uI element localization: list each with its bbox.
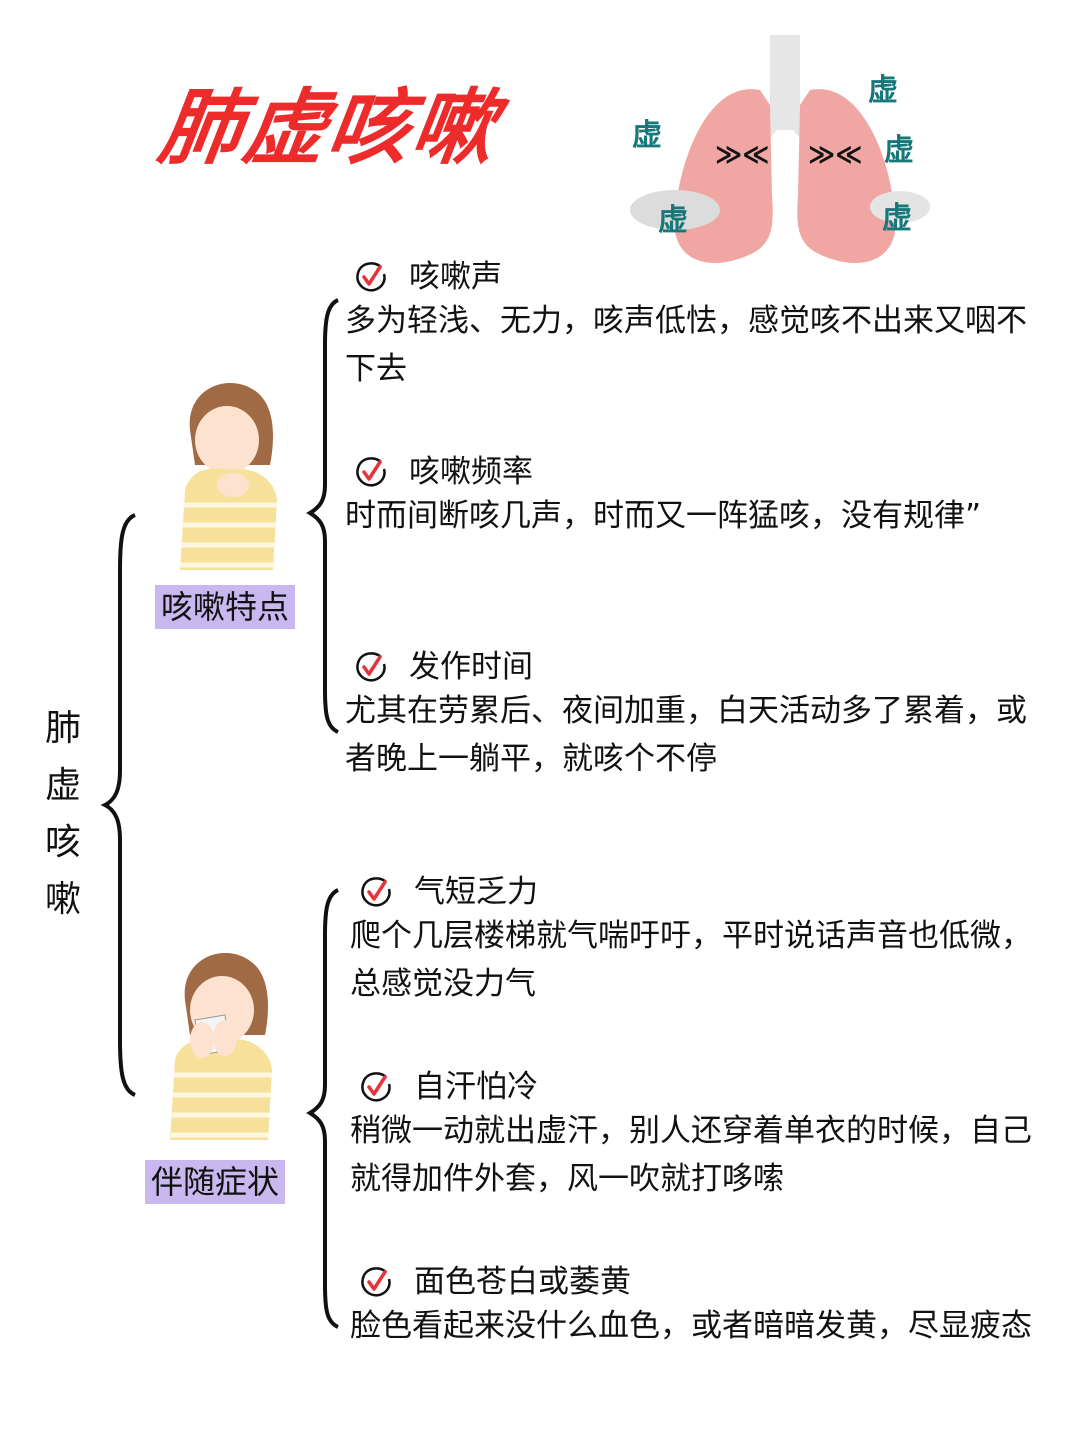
- item-body: 时而间断咳几声，时而又一阵猛咳，没有规律”: [345, 498, 982, 534]
- item-body: 脸色看起来没什么血色，或者暗暗发黄，尽显疲态: [350, 1308, 1032, 1344]
- lungs-illustration: ≫≪ ≫≪ 虚 虚 虚 虚 虚: [620, 35, 950, 275]
- item-body: 尤其在劳累后、夜间加重，白天活动多了累着，或者晚上一躺平，就咳个不停: [345, 693, 1027, 777]
- item-heading: 咳嗽频率: [409, 454, 533, 490]
- check-circle-icon: [361, 1267, 391, 1297]
- item-body: 稍微一动就出虚汗，别人还穿着单衣的时候，自己就得加件外套，风一吹就打哆嗦: [350, 1113, 1032, 1197]
- root-label: 肺 虚 咳 嗽: [38, 700, 88, 928]
- page-title: 肺虚咳嗽: [153, 81, 503, 176]
- xu-label: 虚: [658, 203, 688, 238]
- lungs-icon: ≫≪ ≫≪: [630, 35, 930, 263]
- item-body: 爬个几层楼梯就气喘吁吁，平时说话声音也低微，总感觉没力气: [350, 918, 1032, 1002]
- item-heading: 咳嗽声: [409, 259, 502, 295]
- xu-label: 虚: [868, 73, 898, 108]
- list-item: 咳嗽声 多为轻浅、无力，咳声低怯，感觉咳不出来又咽不下去: [345, 257, 1055, 393]
- root-char: 虚: [44, 765, 81, 806]
- check-circle-icon: [356, 652, 386, 682]
- svg-text:≫≪: ≫≪: [808, 140, 862, 170]
- item-heading: 自汗怕冷: [414, 1069, 538, 1105]
- item-heading: 发作时间: [409, 649, 533, 685]
- item-heading: 气短乏力: [414, 874, 538, 910]
- root-char: 咳: [44, 822, 81, 863]
- check-circle-icon: [361, 877, 391, 907]
- check-circle-icon: [356, 262, 386, 292]
- sneezing-girl-illustration: [160, 940, 290, 1140]
- coughing-girl-illustration: [165, 370, 295, 570]
- list-item: 自汗怕冷 稍微一动就出虚汗，别人还穿着单衣的时候，自己就得加件外套，风一吹就打哆…: [350, 1067, 1060, 1203]
- item-heading: 面色苍白或萎黄: [414, 1264, 631, 1300]
- svg-text:≫≪: ≫≪: [715, 140, 769, 170]
- group-brace-accompanying-symptoms: [305, 885, 345, 1330]
- list-item: 气短乏力 爬个几层楼梯就气喘吁吁，平时说话声音也低微，总感觉没力气: [350, 872, 1060, 1008]
- list-item: 面色苍白或萎黄 脸色看起来没什么血色，或者暗暗发黄，尽显疲态: [350, 1262, 1060, 1350]
- group-label-cough-features: 咳嗽特点: [155, 585, 296, 629]
- xu-label: 虚: [632, 118, 662, 153]
- xu-label: 虚: [882, 201, 912, 236]
- list-item: 咳嗽频率 时而间断咳几声，时而又一阵猛咳，没有规律”: [345, 452, 1055, 540]
- check-circle-icon: [356, 457, 386, 487]
- xu-label: 虚: [884, 133, 914, 168]
- group-label-accompanying-symptoms: 伴随症状: [145, 1160, 286, 1204]
- list-item: 发作时间 尤其在劳累后、夜间加重，白天活动多了累着，或者晚上一躺平，就咳个不停: [345, 647, 1055, 783]
- root-char: 肺: [44, 708, 81, 749]
- root-char: 嗽: [44, 879, 81, 920]
- root-brace: [100, 510, 140, 1100]
- check-circle-icon: [361, 1072, 391, 1102]
- item-body: 多为轻浅、无力，咳声低怯，感觉咳不出来又咽不下去: [345, 303, 1027, 387]
- group-brace-cough-features: [305, 295, 345, 735]
